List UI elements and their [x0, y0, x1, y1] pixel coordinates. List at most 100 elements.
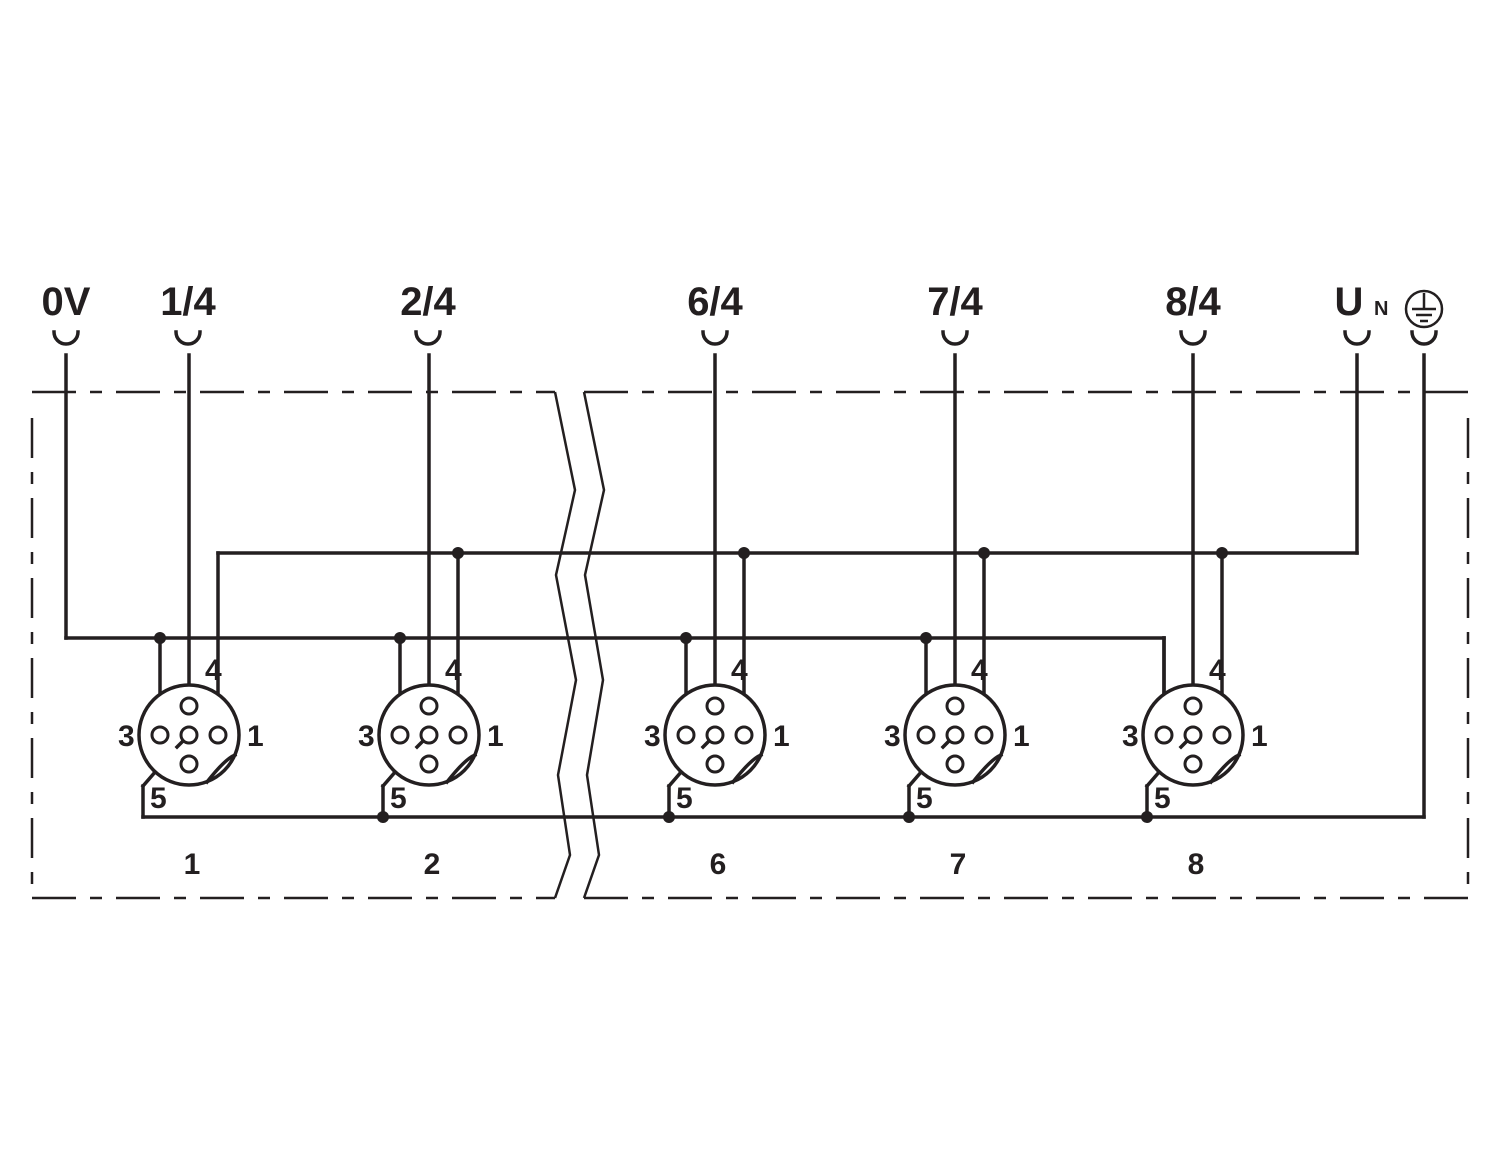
connector-pin-5	[945, 725, 965, 745]
pin5-lead	[414, 738, 426, 750]
junction-dot	[680, 632, 692, 644]
junction-dot	[452, 547, 464, 559]
connector-pin-2	[705, 754, 725, 774]
terminal-t-24: 2/4	[400, 280, 457, 346]
pin-4-label: 4	[205, 654, 222, 687]
connector-pin-3	[390, 725, 410, 745]
pin-4-label: 4	[445, 654, 462, 687]
connector-pin-1	[1212, 725, 1232, 745]
pin-1-label: 1	[1013, 720, 1030, 753]
connector-pin-5	[179, 725, 199, 745]
pin5-lead	[174, 738, 186, 750]
terminal-label: 6/4	[687, 280, 743, 324]
m12-connector-6: 4 3 1 56	[644, 654, 790, 881]
connector-pin-4	[419, 696, 439, 716]
terminal-cup	[1179, 330, 1207, 346]
junction-dot	[978, 547, 990, 559]
pin-1-label: 1	[1251, 720, 1268, 753]
pin-5-label: 5	[1154, 782, 1171, 815]
coding-key	[1208, 752, 1242, 785]
terminal-label: 2/4	[400, 280, 456, 324]
connector-pin-4	[705, 696, 725, 716]
port-number-label: 7	[950, 848, 967, 881]
connector-pin-3	[1154, 725, 1174, 745]
connector-pin-4	[945, 696, 965, 716]
coding-key	[444, 752, 478, 785]
terminal-label: U	[1335, 280, 1364, 324]
terminal-t-14: 1/4	[160, 280, 217, 346]
junction-dot	[920, 632, 932, 644]
pin-5-label: 5	[676, 782, 693, 815]
coding-key	[970, 752, 1004, 785]
pin-5-label: 5	[916, 782, 933, 815]
pin-5-label: 5	[150, 782, 167, 815]
pin5-lead	[700, 738, 712, 750]
port-number-label: 1	[184, 848, 201, 881]
connector-pin-3	[916, 725, 936, 745]
pin-1-label: 1	[773, 720, 790, 753]
terminal-label: 7/4	[927, 280, 983, 324]
connector-pin-5	[419, 725, 439, 745]
terminal-cup	[174, 330, 202, 346]
junction-dot	[1216, 547, 1228, 559]
connector-pin-3	[676, 725, 696, 745]
pin-3-label: 3	[118, 720, 135, 753]
pin5-lead	[1178, 738, 1190, 750]
connector-pin-5	[1183, 725, 1203, 745]
connector-pin-1	[734, 725, 754, 745]
m12-connector-7: 4 3 1 57	[884, 654, 1030, 881]
terminal-label-subscript: N	[1374, 298, 1388, 320]
connector-pin-4	[179, 696, 199, 716]
connector-pin-5	[705, 725, 725, 745]
junction-dot	[377, 811, 389, 823]
connector-pin-1	[208, 725, 228, 745]
terminal-label: 0V	[42, 280, 91, 324]
terminal-t-0v: 0V	[42, 280, 91, 346]
terminal-cup	[1410, 330, 1438, 346]
junction-dot	[394, 632, 406, 644]
terminal-cup	[52, 330, 80, 346]
terminal-cup	[941, 330, 969, 346]
pin-3-label: 3	[358, 720, 375, 753]
junction-dot	[738, 547, 750, 559]
port-number-label: 2	[424, 848, 441, 881]
pin-1-label: 1	[487, 720, 504, 753]
pin-5-label: 5	[390, 782, 407, 815]
connector-pin-2	[945, 754, 965, 774]
terminal-label: 1/4	[160, 280, 216, 324]
earth-ring	[1404, 289, 1444, 329]
pin-4-label: 4	[731, 654, 748, 687]
pin-3-label: 3	[644, 720, 661, 753]
terminal-t-84: 8/4	[1165, 280, 1222, 346]
junction-dot	[154, 632, 166, 644]
m12-connector-2: 4 3 1 52	[358, 654, 504, 881]
pin-3-label: 3	[884, 720, 901, 753]
terminal-cup	[1343, 330, 1371, 346]
terminal-t-64: 6/4	[687, 280, 744, 346]
protective-earth-icon	[1404, 289, 1444, 346]
port-number-label: 6	[710, 848, 727, 881]
connector-pin-2	[1183, 754, 1203, 774]
pin5-lead	[940, 738, 952, 750]
junction-dot	[903, 811, 915, 823]
port-number-label: 8	[1188, 848, 1205, 881]
connector-pin-2	[179, 754, 199, 774]
junction-dot	[1141, 811, 1153, 823]
coding-key	[204, 752, 238, 785]
housing-outline	[30, 390, 1470, 900]
pin-3-label: 3	[1122, 720, 1139, 753]
terminal-cup	[701, 330, 729, 346]
pin-4-label: 4	[971, 654, 988, 687]
terminal-t-74: 7/4	[927, 280, 984, 346]
junction-dot	[663, 811, 675, 823]
connector-pin-1	[974, 725, 994, 745]
terminal-label: 8/4	[1165, 280, 1221, 324]
pin-4-label: 4	[1209, 654, 1226, 687]
connector-pin-3	[150, 725, 170, 745]
break-symbol	[553, 391, 606, 899]
